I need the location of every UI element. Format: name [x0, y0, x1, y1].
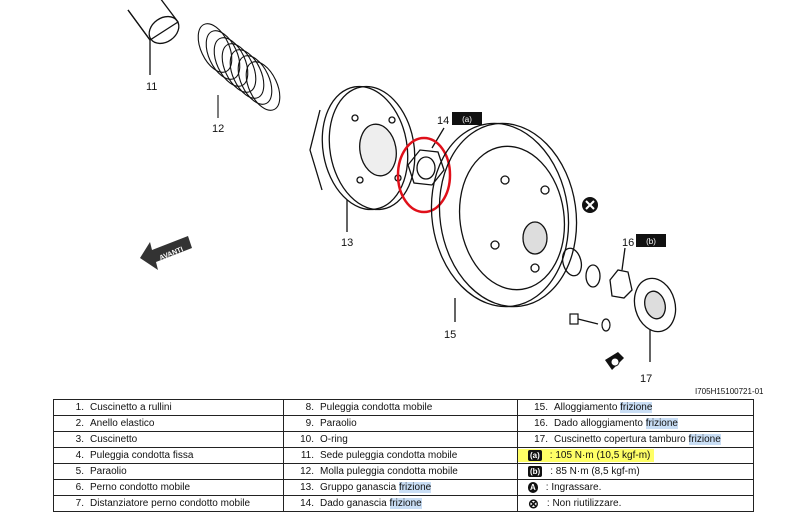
- item-label: Molla puleggia condotta mobile: [320, 466, 458, 477]
- torque-b-label: (b): [646, 237, 656, 246]
- item-number: 5.: [75, 466, 84, 477]
- grease-icon: [605, 352, 624, 370]
- item-label: : 85 N·m (8,5 kgf-m): [550, 466, 640, 477]
- item-label: Perno condotto mobile: [90, 482, 191, 493]
- item-number: 16.: [534, 418, 548, 429]
- item-number: 2.: [75, 418, 84, 429]
- item-label: Dado alloggiamento: [554, 418, 643, 429]
- item-label: : Non riutilizzare.: [546, 498, 622, 509]
- item-label: Puleggia condotta mobile: [320, 402, 433, 413]
- highlight-circle: [396, 136, 452, 214]
- item-label: Sede puleggia condotta mobile: [320, 450, 458, 461]
- item-label: Dado ganascia: [320, 498, 387, 509]
- direction-arrow: AVANTI: [140, 236, 192, 270]
- part-15-clutch-housing: [430, 122, 578, 322]
- item-number: 3.: [75, 434, 84, 445]
- item-term: frizione: [389, 498, 422, 509]
- item-number: 12.: [300, 466, 314, 477]
- washer: [601, 318, 611, 332]
- callout-14: 14: [437, 115, 449, 127]
- oil-seal: [585, 264, 601, 288]
- exploded-parts-diagram: 11 12 13 14 (a): [127, 0, 764, 396]
- torque-b-icon: (b): [636, 234, 666, 247]
- item-label: O-ring: [320, 434, 348, 445]
- torque-a-icon: (a): [528, 450, 542, 461]
- legend-row: 3. Cuscinetto 10. O-ring 17. Cuscinetto cop…: [53, 431, 754, 448]
- callout-15: 15: [444, 329, 456, 341]
- callout-16: 16: [622, 237, 634, 249]
- item-term: frizione: [398, 482, 432, 493]
- item-label: Anello elastico: [90, 418, 155, 429]
- legend-row: 5. Paraolio 12. Molla puleggia condotta mo…: [53, 463, 754, 480]
- grease-icon: A: [528, 482, 538, 493]
- figure-code: I705H15100721-01: [695, 387, 764, 396]
- legend-row: 2. Anello elastico 9. Paraolio 16. Dado all…: [53, 415, 754, 432]
- item-label: Cuscinetto a rullini: [90, 402, 172, 413]
- item-term: frizione: [688, 434, 721, 445]
- item-number: 7.: [75, 498, 84, 509]
- item-label: Paraolio: [320, 418, 357, 429]
- item-label: Cuscinetto copertura tamburo: [554, 434, 686, 445]
- legend-row: 7. Distanziatore perno condotto mobile 14…: [53, 495, 754, 512]
- callout-12: 12: [212, 123, 224, 135]
- callout-13: 13: [341, 237, 353, 249]
- o-ring: [561, 247, 583, 277]
- item-number: 13.: [300, 482, 314, 493]
- part-13-clutch-shoe: [309, 85, 416, 232]
- torque-a-label: (a): [462, 115, 472, 124]
- part-17-bearing: [633, 277, 677, 362]
- item-number: 10.: [300, 434, 314, 445]
- item-number: 8.: [305, 402, 314, 413]
- item-label: Gruppo ganascia: [320, 482, 397, 493]
- torque-a-highlight: (a) : 105 N·m (10,5 kgf-m): [518, 449, 655, 462]
- part-12-spring: [197, 23, 281, 118]
- callout-17: 17: [640, 373, 652, 385]
- legend-row: 4. Puleggia condotta fissa 11. Sede pulegg…: [53, 447, 754, 464]
- item-number: 9.: [305, 418, 314, 429]
- part-11-bearing: [127, 0, 180, 75]
- item-term: frizione: [620, 402, 653, 413]
- parts-legend-table: 1. Cuscinetto a rullini 8. Puleggia condot…: [53, 399, 754, 512]
- callout-11: 11: [146, 81, 157, 93]
- item-label: : Ingrassare.: [545, 482, 602, 493]
- item-label: : 105 N·m (10,5 kgf-m): [549, 450, 651, 461]
- part-16-nut: [609, 247, 633, 299]
- non-reusable-icon: ⊗: [528, 495, 539, 511]
- non-reusable-icon: [582, 197, 598, 213]
- item-number: 6.: [75, 482, 84, 493]
- torque-a-icon: (a): [452, 112, 482, 125]
- part-14-nut: [407, 127, 445, 186]
- item-number: 17.: [534, 434, 548, 445]
- bolt: [569, 313, 599, 325]
- item-label: Alloggiamento: [554, 402, 618, 413]
- item-label: Puleggia condotta fissa: [90, 450, 194, 461]
- item-label: Distanziatore perno condotto mobile: [90, 498, 251, 509]
- item-number: 1.: [75, 402, 84, 413]
- item-term: frizione: [645, 418, 678, 429]
- torque-b-icon: (b): [528, 466, 543, 477]
- item-label: Cuscinetto: [90, 434, 138, 445]
- item-number: 14.: [300, 498, 314, 509]
- item-number: 4.: [75, 450, 84, 461]
- legend-row: 1. Cuscinetto a rullini 8. Puleggia condot…: [53, 399, 754, 416]
- item-number: 15.: [534, 402, 548, 413]
- item-label: Paraolio: [90, 466, 127, 477]
- legend-row: 6. Perno condotto mobile 13. Gruppo ganasc…: [53, 479, 754, 496]
- item-number: 11.: [300, 450, 314, 461]
